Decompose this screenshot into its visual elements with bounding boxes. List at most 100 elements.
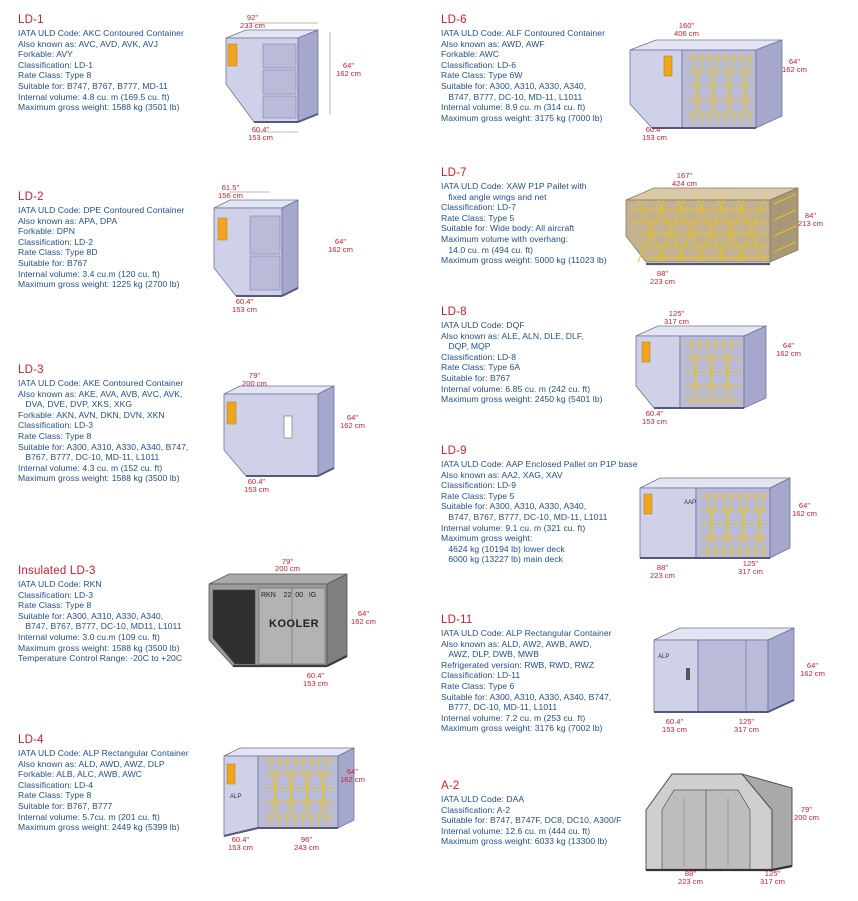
spec-line: Forkable: AVY <box>18 49 73 60</box>
spec-line: IATA ULD Code: ALP Rectangular Container <box>441 628 612 638</box>
dim-inches: 64" <box>357 609 370 618</box>
spec-line: Rate Class: Type 8 <box>18 70 92 81</box>
dim-top: 125"317 cm <box>664 310 689 326</box>
spec-line: Internal volume: 4.8 cu. m (169.5 cu. ft… <box>18 91 170 102</box>
entry-lines: IATA ULD Code: ALP Rectangular Container… <box>18 748 189 833</box>
dim-bottom: 60.4"153 cm <box>232 298 257 314</box>
spec-line: Forkable: AWC <box>441 49 500 60</box>
ld4-container-illustration: ALP 64"162 cm 60.4"153 cm 96"243 cm <box>218 738 365 858</box>
dim-inches: 61.5" <box>221 183 240 192</box>
entry-lines: IATA ULD Code: AAP Enclosed Pallet on P1… <box>441 459 638 565</box>
dim-bottom: 88"223 cm <box>650 564 675 580</box>
spec-line: Refrigerated version: RWB, RWD, RWZ <box>441 659 595 670</box>
spec-line: IATA ULD Code: AKE Contoured Container <box>18 378 184 388</box>
dim-cm: 162 cm <box>336 68 361 78</box>
dim-inches: 64" <box>798 501 811 510</box>
entry-title: LD-8 <box>441 306 467 318</box>
dim-cm: 424 cm <box>672 178 697 188</box>
dim-side: 64"162 cm <box>328 238 353 254</box>
spec-line: IATA ULD Code: AAP Enclosed Pallet on P1… <box>441 459 638 469</box>
dim-top: 79"200 cm <box>242 372 267 388</box>
dim-bottom-length: 125"317 cm <box>734 718 759 734</box>
spec-line: Also known as: ALD, AW2, AWB, AWD, <box>441 638 592 649</box>
spec-line: Rate Class: Type 6 <box>441 680 515 691</box>
entry-title: LD-9 <box>441 445 467 457</box>
dim-inches: 64" <box>782 341 795 350</box>
kooler-brand-text: KOOLER <box>269 618 320 630</box>
spec-line: Maximum gross weight: 1225 kg (2700 lb) <box>18 279 180 290</box>
dim-inches: 84" <box>804 211 817 220</box>
spec-line: Maximum gross weight: 3175 kg (7000 lb) <box>441 112 603 123</box>
spec-line: AWZ, DLP, DWB, MWB <box>441 649 539 660</box>
spec-line: Classification: A-2 <box>441 804 511 815</box>
dim-cm: 153 cm <box>662 724 687 734</box>
dim-cm: 153 cm <box>642 416 667 426</box>
a2-container-illustration: 79"200 cm 88"223 cm 125"317 cm <box>642 770 819 885</box>
spec-line: 14.0 cu. m (494 cu. ft) <box>441 244 534 255</box>
dim-inches: 92" <box>246 13 259 22</box>
dim-inches: 64" <box>788 57 801 66</box>
entry-title: LD-4 <box>18 734 44 746</box>
uld-label: ALP <box>230 794 242 800</box>
spec-line: Maximum gross weight: 2449 kg (5399 lb) <box>18 822 180 833</box>
dim-inches: 60.4" <box>235 297 254 306</box>
spec-line: Forkable: AKN, AVN, DKN, DVN, XKN <box>18 409 165 420</box>
spec-line: Classification: LD-6 <box>441 59 517 70</box>
spec-line: Maximum gross weight: 5000 kg (11023 lb) <box>441 255 607 266</box>
dim-inches: 88" <box>684 869 697 878</box>
spec-line: Suitable for: Wide body: All aircraft <box>441 223 575 234</box>
entry-title: LD-3 <box>18 364 44 376</box>
dim-side: 64"162 cm <box>800 662 825 678</box>
dim-bottom: 60.4"153 cm <box>303 672 328 688</box>
spec-line: Internal volume: 3.0 cu.m (109 cu. ft) <box>18 631 160 642</box>
dim-cm: 162 cm <box>782 64 807 74</box>
uld-label: AAP <box>684 500 697 506</box>
dim-cm: 233 cm <box>240 20 265 30</box>
dim-inches: 79" <box>281 557 294 566</box>
spec-line: Rate Class: Type 8 <box>18 430 92 441</box>
spec-line: Internal volume: 9.1 cu. m (321 cu. ft) <box>441 522 586 533</box>
dim-cm: 162 cm <box>328 244 353 254</box>
spec-line: Also known as: AA2, XAG, XAV <box>441 469 563 480</box>
dim-inches: 160" <box>678 21 695 30</box>
dim-bottom: 60.4"153 cm <box>244 478 269 494</box>
dim-side: 64"162 cm <box>776 342 801 358</box>
dim-bottom: 60.4"153 cm <box>662 718 687 734</box>
spec-line: IATA ULD Code: RKN <box>18 579 102 589</box>
dim-inches: 88" <box>656 269 669 278</box>
entry-ld9: LD-9 IATA ULD Code: AAP Enclosed Pallet … <box>441 445 638 565</box>
insulated-ld3-container-illustration: 79"200 cm 64"162 cm 60.4"153 cm RKN 22 0… <box>203 557 376 690</box>
dim-cm: 200 cm <box>275 564 300 573</box>
rkn-plate: RKN 22 00 IG <box>261 592 317 599</box>
spec-line: Maximum gross weight: 6033 kg (13300 lb) <box>441 836 608 847</box>
dim-bottom: 60.4"153 cm <box>248 126 273 142</box>
entry-ld6: LD-6 IATA ULD Code: ALF Contoured Contai… <box>441 14 605 123</box>
spec-line: Temperature Control Range: -20C to +20C <box>18 653 183 664</box>
spec-line: Classification: LD-2 <box>18 236 94 247</box>
entry-title: LD-6 <box>441 14 467 26</box>
dim-cm: 156 cm <box>218 190 243 200</box>
entry-ld7: LD-7 IATA ULD Code: XAW P1P Pallet with … <box>441 167 607 266</box>
spec-line: Forkable: ALB, ALC, AWB, AWC <box>18 769 142 780</box>
spec-line: Rate Class: Type 8 <box>18 600 92 611</box>
spec-line: Suitable for: A300, A310, A330, A340, B7… <box>18 441 189 452</box>
spec-line: Forkable: DPN <box>18 226 76 237</box>
entry-title: Insulated LD-3 <box>18 565 96 577</box>
dim-inches: 64" <box>342 61 355 70</box>
spec-line: Classification: LD-4 <box>18 779 94 790</box>
dim-inches: 64" <box>346 767 359 776</box>
spec-line: Also known as: APA, DPA <box>18 215 118 226</box>
dim-bottom-length: 125"317 cm <box>760 870 785 886</box>
ld3-container-illustration: 79"200 cm 64"162 cm 60.4"153 cm <box>218 372 365 497</box>
dim-inches: 60.4" <box>665 717 684 726</box>
dim-cm: 153 cm <box>303 678 328 688</box>
dim-inches: 60.4" <box>231 835 250 844</box>
dim-cm: 243 cm <box>294 842 319 852</box>
spec-line: IATA ULD Code: XAW P1P Pallet with <box>441 181 587 191</box>
dim-inches: 125" <box>764 869 781 878</box>
dim-cm: 153 cm <box>244 484 269 494</box>
